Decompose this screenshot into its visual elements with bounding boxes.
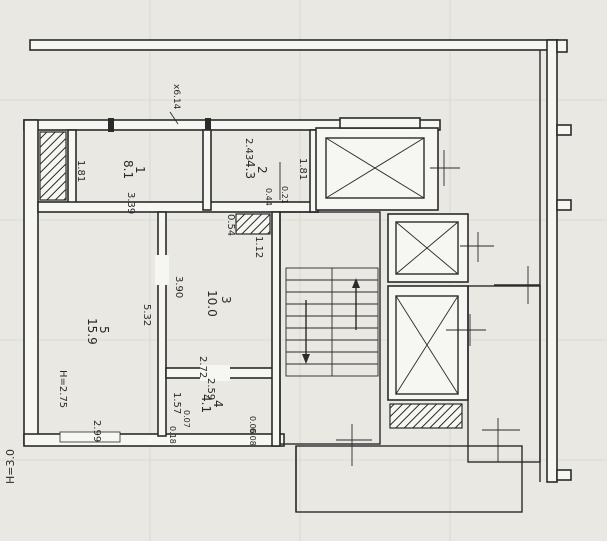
room-4-dim-e: 0.08 [248,428,257,446]
room-4: 4 4.1 2.59 1.57 0.07 0.06 0.08 0.18 [168,378,257,446]
vent-shaft-1 [39,131,67,201]
room-4-number: 4 [211,400,225,408]
room-3-dim-a: 3.90 [173,276,184,298]
room-3-area: 10.0 [205,290,219,317]
room-1-number: 1 [133,166,147,174]
building-outline [29,39,572,483]
corridor [295,266,541,513]
room-4-dim-c: 0.07 [182,410,191,428]
room-3-dim-b: 2.72 [197,356,208,378]
vent-shaft-2 [235,213,271,235]
room-5-area: 15.9 [85,318,99,345]
room-5-dim-b: 2.99 [91,420,102,442]
room-4-dim-b: 1.57 [171,392,182,414]
height-note: H=3.0 [4,449,17,484]
room-1-dim-b: 3.39 [125,192,136,214]
room-1: 1 8.1 1.81 3.39 [75,160,147,214]
room-1-area: 8.1 [121,160,135,179]
room-2-dim-a: 2.43 [243,138,254,160]
vent-height: 1.12 [253,236,264,258]
room-2-area: 4.3 [243,160,257,179]
elevator-shaft-3 [387,285,486,401]
room-2-number: 2 [255,166,269,174]
room-5: 5 15.9 5.32 2.99 H=2.75 [57,304,152,442]
room-2-dim-c: 0.21 [280,186,289,204]
stairwell [279,211,381,445]
vent-width: 0.54 [225,214,236,236]
room-4-area: 4.1 [199,394,213,413]
room-3-number: 3 [219,296,233,304]
elevator-shaft-2 [387,213,494,283]
room-1-dim-a: 1.81 [75,160,86,182]
room-2: 2 4.3 2.43 1.81 0.21 0.44 [243,138,308,206]
room-5-number: 5 [97,326,111,334]
room-5-height: H=2.75 [57,370,68,408]
elevator-shaft-1 [315,117,460,211]
vent-shaft-3 [389,403,463,429]
room-3: 3 10.0 3.90 2.72 [173,276,233,378]
room-4-dim-a: 2.59 [205,378,216,400]
axis-mark: x6.14 [171,84,181,110]
room-2-dim-b: 1.81 [297,158,308,180]
room-5-dim-a: 5.32 [141,304,152,326]
room-4-dim-d: 0.06 [248,416,257,434]
room-4-dim-f: 0.18 [168,426,177,444]
room-2-dim-d: 0.44 [264,188,273,206]
